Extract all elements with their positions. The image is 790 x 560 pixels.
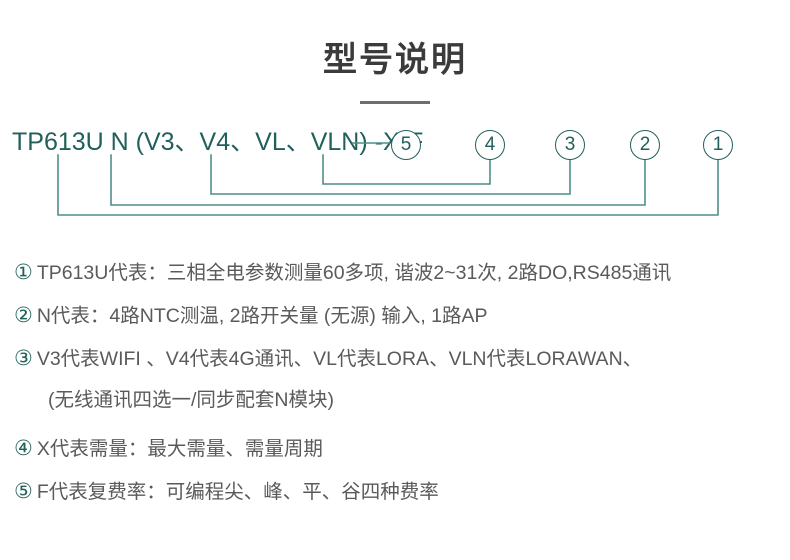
callout-circle-3-label: 3 [564, 133, 576, 155]
callout-circle-3: 3 [555, 129, 585, 160]
callout-circle-5: 5 [391, 129, 421, 160]
bracket-1 [57, 144, 719, 216]
bracket-2 [110, 144, 646, 206]
title-underline-rule [360, 100, 430, 104]
legend-marker-4: ④ [14, 437, 33, 460]
legend-marker-1: ① [14, 261, 33, 284]
list-item-continuation: (无线通讯四选一/同步配套N模块) [0, 389, 790, 438]
callout-circle-4: 4 [475, 129, 505, 160]
list-item: ③ V3代表WIFI 、V4代表4G通讯、VL代表LORA、VLN代表LORAW… [0, 348, 790, 391]
legend-marker-2: ② [14, 304, 33, 327]
legend-text-3: V3代表WIFI 、V4代表4G通讯、VL代表LORA、VLN代表LORAWAN… [36, 348, 643, 370]
list-item: ① TP613U代表：三相全电参数测量60多项, 谐波2~31次, 2路DO,R… [0, 262, 790, 305]
callout-circle-4-label: 4 [484, 133, 496, 155]
legend-text-4: X代表需量：最大需量、需量周期 [36, 438, 323, 460]
legend-marker-3: ③ [14, 347, 33, 370]
legend-text-5: F代表复费率：可编程尖、峰、平、谷四种费率 [36, 481, 439, 503]
page-title: 型号说明 [323, 41, 467, 79]
callout-circle-1: 1 [703, 129, 733, 160]
legend-text-1: TP613U代表：三相全电参数测量60多项, 谐波2~31次, 2路DO,RS4… [36, 262, 672, 284]
legend-list: ① TP613U代表：三相全电参数测量60多项, 谐波2~31次, 2路DO,R… [0, 262, 790, 524]
title-block: 型号说明 [0, 0, 790, 104]
callout-circle-2-label: 2 [639, 133, 651, 155]
list-item: ④ X代表需量：最大需量、需量周期 [0, 438, 790, 481]
model-number-string: TP613U N (V3、V4、VL、VLN) -X-F [12, 127, 424, 156]
callout-connector-lines [57, 141, 719, 216]
legend-text-2: N代表：4路NTC测温, 2路开关量 (无源) 输入, 1路AP [36, 305, 488, 327]
legend-text-3-continuation: (无线通讯四选一/同步配套N模块) [48, 389, 334, 411]
bracket-3 [210, 144, 571, 195]
legend-marker-5: ⑤ [14, 480, 33, 503]
model-number-diagram: TP613U N (V3、V4、VL、VLN) -X-F 5 4 3 2 1 [0, 122, 790, 237]
callout-circle-1-label: 1 [712, 133, 724, 155]
callout-circle-2: 2 [630, 129, 660, 160]
list-item: ⑤ F代表复费率：可编程尖、峰、平、谷四种费率 [0, 481, 790, 524]
callout-circle-5-label: 5 [400, 133, 412, 155]
bracket-4 [322, 144, 491, 185]
list-item: ② N代表：4路NTC测温, 2路开关量 (无源) 输入, 1路AP [0, 305, 790, 348]
